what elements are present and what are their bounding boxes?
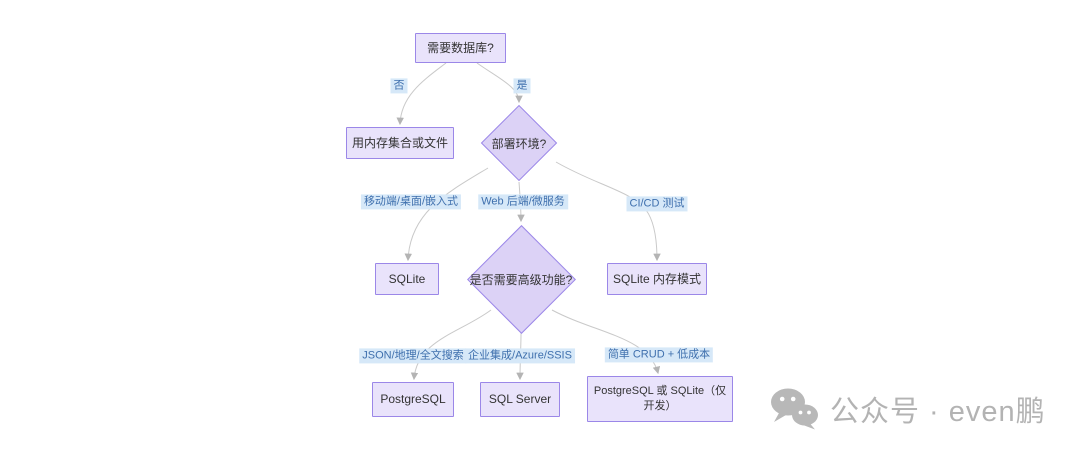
edge-label-cicd: CI/CD 测试 — [626, 196, 688, 212]
edge-label-yes: 是 — [513, 78, 531, 94]
edge-json — [410, 309, 492, 381]
watermark-text: 公众号 · even鹏 — [830, 396, 1046, 428]
wechat-icon — [771, 388, 818, 430]
edge-label-no: 否 — [390, 78, 408, 94]
node-sqlite-memory: SQLite 内存模式 — [607, 263, 707, 295]
node-pg-or-sqlite-dev: PostgreSQL 或 SQLite（仅开发） — [587, 376, 733, 422]
edge-label-simple: 简单 CRUD + 低成本 — [604, 347, 714, 363]
node-need-db: 需要数据库? — [415, 33, 506, 63]
edge-label-mobile: 移动端/桌面/嵌入式 — [360, 194, 462, 210]
node-memory-or-file: 用内存集合或文件 — [346, 127, 454, 159]
edge-label-web: Web 后端/微服务 — [478, 194, 568, 210]
node-need-advanced-label: 是否需要高级功能? — [469, 272, 573, 287]
watermark: 公众号 · even鹏 — [770, 388, 1046, 430]
edge-no — [396, 62, 447, 126]
node-need-advanced: 是否需要高级功能? — [466, 224, 576, 334]
edge-label-enterprise: 企业集成/Azure/SSIS — [465, 348, 575, 364]
edge-label-json: JSON/地理/全文搜索 — [359, 348, 467, 364]
node-sql-server: SQL Server — [480, 382, 560, 417]
edge-yes — [476, 62, 523, 104]
node-deploy-env: 部署环境? — [480, 104, 558, 182]
node-sqlite: SQLite — [375, 263, 439, 295]
node-postgresql: PostgreSQL — [372, 382, 454, 417]
node-deploy-env-label: 部署环境? — [491, 136, 547, 151]
